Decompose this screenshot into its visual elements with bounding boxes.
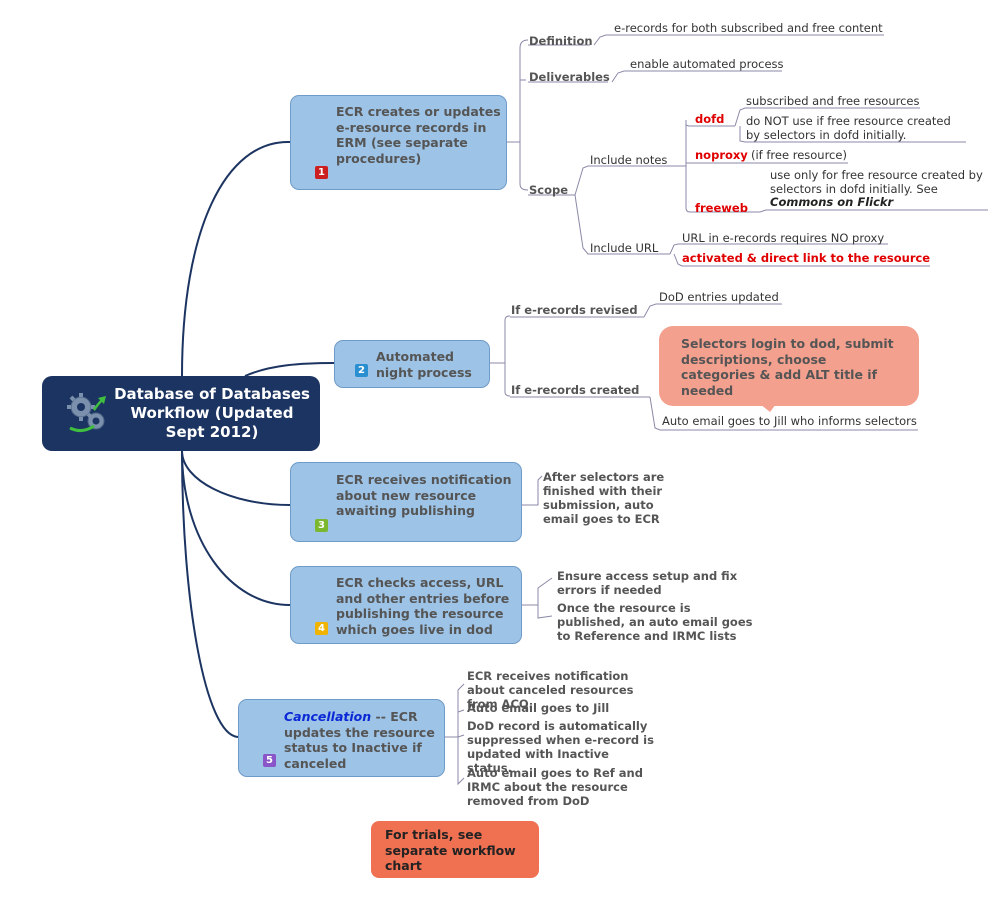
central-title: Database of Databases Workflow (Updated … <box>114 385 310 441</box>
step3-note: After selectors are finished with their … <box>543 470 665 526</box>
include-url-label: Include URL <box>590 241 659 255</box>
dofd-note-1: subscribed and free resources <box>746 94 920 108</box>
revised-note: DoD entries updated <box>659 290 779 304</box>
include-notes-label: Include notes <box>590 153 668 167</box>
step5-note-3: DoD record is automatically suppressed w… <box>467 719 654 775</box>
connector-step2 <box>244 362 335 377</box>
deliverables-label: Deliverables <box>529 70 610 84</box>
step5-text: Cancellation -- ECR updates the resource… <box>284 709 442 771</box>
freeweb-note-em: Commons on Flickr <box>770 195 894 209</box>
freeweb-note: use only for free resource created by se… <box>770 168 983 196</box>
connector-step4 <box>181 450 291 606</box>
include-url-note-2: activated & direct link to the resource <box>682 251 931 265</box>
created-label: If e-records created <box>511 383 640 397</box>
central-topic[interactable]: Database of Databases Workflow (Updated … <box>42 376 320 451</box>
step3-text: ECR receives notification about new reso… <box>336 472 512 518</box>
step5-node[interactable]: Cancellation -- ECR updates the resource… <box>238 699 445 777</box>
cancellation-em: Cancellation <box>284 709 372 724</box>
step1-node[interactable]: ECR creates or updates e-resource record… <box>290 95 507 190</box>
created-note: Auto email goes to Jill who informs sele… <box>662 414 917 428</box>
definition-note: e-records for both subscribed and free c… <box>614 21 883 35</box>
step5-text-rest: -- ECR updates the resource status to In… <box>284 709 435 771</box>
step4-text: ECR checks access, URL and other entries… <box>336 575 510 637</box>
scope-label: Scope <box>529 183 569 197</box>
trials-node[interactable]: For trials, see separate workflow chart <box>371 821 539 878</box>
deliverables-note: enable automated process <box>630 57 784 71</box>
definition-label: Definition <box>529 34 593 48</box>
step4-note-1: Ensure access setup and fix errors if ne… <box>557 569 738 597</box>
dofd-note-2: do NOT use if free resource created by s… <box>746 114 951 142</box>
step2-badge: 2 <box>355 364 368 377</box>
dofd-label: dofd <box>695 112 725 126</box>
revised-label: If e-records revised <box>511 303 638 317</box>
callout-pointer <box>760 404 776 412</box>
noproxy-note: (if free resource) <box>751 148 847 162</box>
step5-note-2: Auto email goes to Jill <box>467 701 610 715</box>
trials-text: For trials, see separate workflow chart <box>385 827 516 873</box>
connector-step3 <box>181 450 291 506</box>
step2-text: Automated night process <box>376 349 472 380</box>
step4-note-2: Once the resource is published, an auto … <box>557 601 753 643</box>
step4-badge: 4 <box>315 622 328 635</box>
step1-badge: 1 <box>315 166 328 179</box>
step5-note-1: ECR receives notification about canceled… <box>467 669 634 711</box>
step1-text: ECR creates or updates e-resource record… <box>336 104 501 166</box>
freeweb-label: freeweb <box>695 201 748 215</box>
callout-text: Selectors login to dod, submit descripti… <box>681 336 894 398</box>
include-url-note-1: URL in e-records requires NO proxy <box>682 231 885 245</box>
step5-badge: 5 <box>263 754 276 767</box>
step3-node[interactable]: ECR receives notification about new reso… <box>290 462 522 542</box>
connector-step5 <box>181 450 239 738</box>
gears-icon <box>67 393 106 433</box>
noproxy-label: noproxy <box>695 148 748 162</box>
step2-node[interactable]: Automated night process 2 <box>334 340 490 388</box>
selectors-callout[interactable]: Selectors login to dod, submit descripti… <box>659 326 919 406</box>
step4-node[interactable]: ECR checks access, URL and other entries… <box>290 566 522 644</box>
step3-badge: 3 <box>315 519 328 532</box>
connector-step1 <box>181 140 291 377</box>
step5-note-4: Auto email goes to Ref and IRMC about th… <box>467 766 643 808</box>
